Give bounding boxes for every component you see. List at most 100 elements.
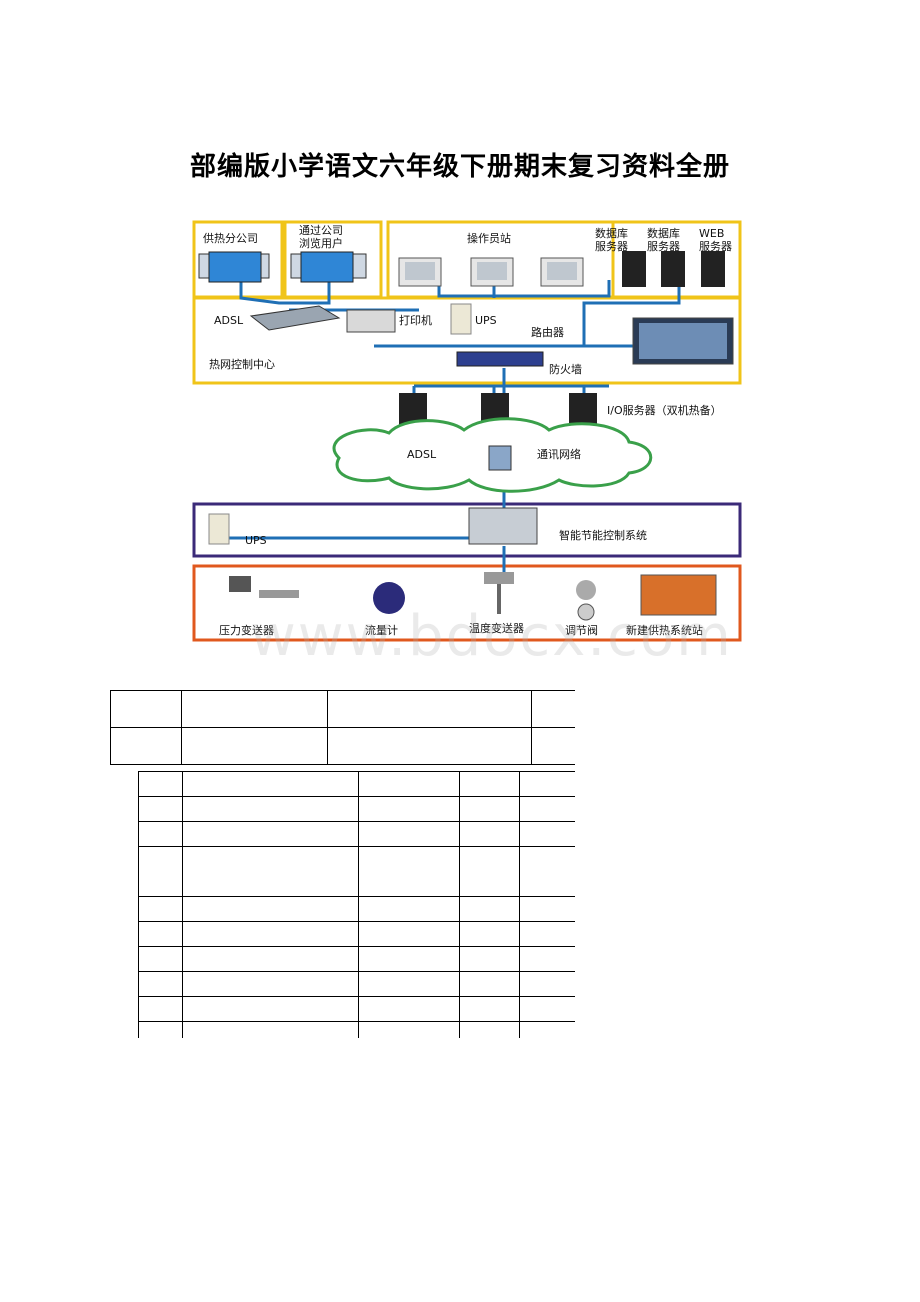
- table-cell: [182, 796, 359, 822]
- boiler-station-icon: [640, 574, 717, 616]
- label-adsl-top: ADSL: [214, 314, 244, 327]
- label-comm-network: 通讯网络: [537, 447, 581, 461]
- table-cell: [138, 921, 183, 947]
- page-title: 部编版小学语文六年级下册期末复习资料全册: [189, 152, 730, 182]
- label-printer: 打印机: [399, 313, 432, 327]
- table-cell: [519, 796, 581, 822]
- label-ups-top: UPS: [475, 314, 497, 327]
- label-db-server-1a: 数据库: [595, 226, 628, 240]
- label-operator-station: 操作员站: [467, 231, 511, 245]
- valve-icon: [576, 580, 596, 621]
- label-firewall: 防火墙: [549, 362, 582, 376]
- frame-control-center: [192, 296, 742, 385]
- table-cell: [519, 996, 581, 1022]
- pc-icon-operator-2: [470, 257, 514, 287]
- table-cell: [459, 921, 520, 947]
- table-row: [138, 946, 581, 972]
- label-flowmeter: 流量计: [365, 623, 398, 637]
- table-row: [138, 796, 581, 822]
- table-cell: [519, 946, 581, 972]
- table-cell: [459, 821, 520, 847]
- watermark: www.bdocx.com: [250, 604, 733, 669]
- table-1-clip: [575, 688, 605, 768]
- table-cell: [519, 921, 581, 947]
- table-cell: [138, 796, 183, 822]
- frame-field: [192, 564, 742, 642]
- table-cell: [182, 821, 359, 847]
- table-2: [138, 771, 581, 1047]
- pc-icon-operator-3: [540, 257, 584, 287]
- label-energy-system: 智能节能控制系统: [559, 528, 647, 542]
- label-db-server-2b: 服务器: [647, 240, 680, 253]
- label-web-server-a: WEB: [699, 227, 724, 240]
- table-2-clip-right: [575, 768, 605, 1048]
- server-icon-db-1: [622, 251, 646, 287]
- label-new-station: 新建供热系统站: [626, 623, 703, 637]
- table-cell: [459, 796, 520, 822]
- label-valve: 调节阀: [565, 623, 598, 637]
- table-row: [138, 771, 581, 797]
- table-cell: [182, 946, 359, 972]
- temperature-transmitter-icon: [484, 572, 514, 614]
- table-cell: [327, 727, 532, 765]
- table-1: [110, 690, 583, 765]
- table-row: [138, 846, 581, 897]
- table-cell: [327, 690, 532, 728]
- server-icon-db-2: [661, 251, 685, 287]
- label-control-center: 热网控制中心: [209, 357, 275, 371]
- label-temperature: 温度变送器: [469, 621, 524, 635]
- table-cell: [181, 690, 328, 728]
- table-row: [110, 727, 583, 765]
- table-cell: [138, 946, 183, 972]
- label-web-server-b: 服务器: [699, 240, 732, 253]
- pressure-transmitter-icon: [229, 576, 299, 598]
- label-pressure: 压力变送器: [219, 623, 274, 637]
- table-cell: [182, 996, 359, 1022]
- table-cell: [138, 821, 183, 847]
- monitor-icon-users: [290, 251, 367, 283]
- network-diagram: 供热分公司 通过公司 浏览用户 操作员站 数据库 服务器 数据库 服务器 WEB…: [192, 220, 742, 642]
- label-io-servers: I/O服务器（双机热备）: [607, 403, 722, 417]
- server-icon-web: [701, 251, 725, 287]
- table-cell: [519, 971, 581, 997]
- table-cell: [519, 821, 581, 847]
- table-cell: [358, 771, 460, 797]
- table-cell: [358, 971, 460, 997]
- table-row: [138, 921, 581, 947]
- control-cabinet-icon: [468, 507, 538, 545]
- table-cell: [138, 771, 183, 797]
- table-cell: [358, 921, 460, 947]
- table-cell: [358, 996, 460, 1022]
- table-cell: [358, 896, 460, 922]
- frame-energy: [192, 502, 742, 558]
- table-cell: [358, 796, 460, 822]
- table-cell: [182, 771, 359, 797]
- monitor-icon-branch: [198, 251, 270, 283]
- table-cell: [110, 727, 182, 765]
- table-row: [138, 896, 581, 922]
- ups-icon-top: [450, 303, 472, 335]
- label-ups-bottom: UPS: [245, 534, 267, 547]
- table-cell: [531, 727, 583, 765]
- table-cell: [138, 971, 183, 997]
- label-via-company-1: 通过公司: [299, 224, 343, 237]
- table-row: [138, 821, 581, 847]
- label-router: 路由器: [531, 325, 564, 339]
- label-branch-company: 供热分公司: [203, 231, 258, 245]
- table-cell: [459, 946, 520, 972]
- table-cell: [110, 690, 182, 728]
- table-cell: [181, 727, 328, 765]
- label-adsl-cloud: ADSL: [407, 448, 437, 461]
- table-cell: [531, 690, 583, 728]
- switch-icon: [249, 305, 341, 331]
- table-cell: [519, 896, 581, 922]
- table-cell: [358, 821, 460, 847]
- printer-icon: [346, 309, 396, 333]
- label-db-server-1b: 服务器: [595, 240, 628, 253]
- table-cell: [182, 846, 359, 897]
- table-row: [138, 996, 581, 1022]
- table-cell: [138, 996, 183, 1022]
- table-cell: [459, 771, 520, 797]
- table-cell: [519, 846, 581, 897]
- table-cell: [182, 896, 359, 922]
